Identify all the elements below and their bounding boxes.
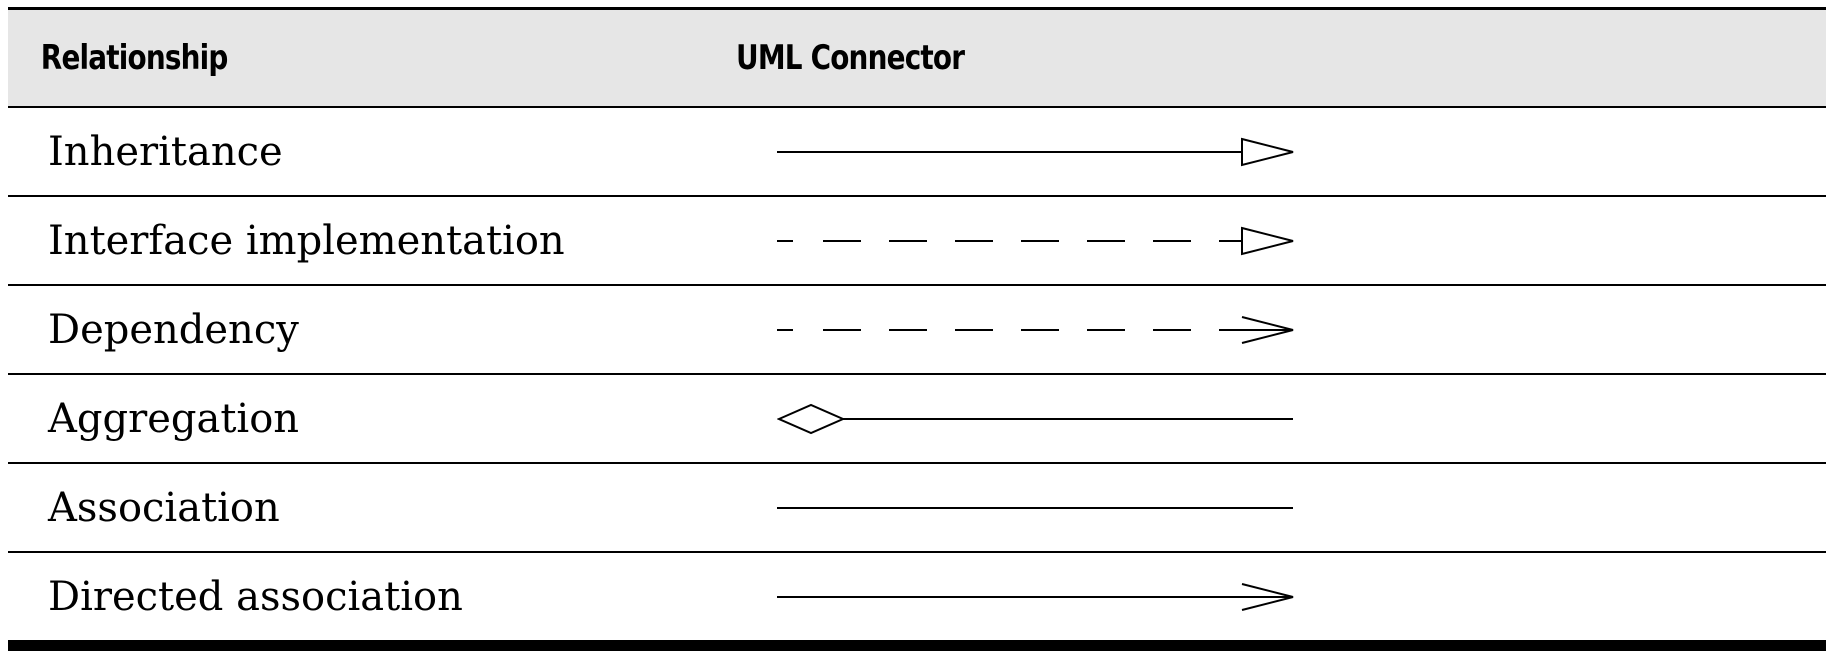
table-header-row: Relationship UML Connector xyxy=(8,10,1826,108)
directed-association-connector-icon xyxy=(777,567,1337,627)
uml-relationship-table: Relationship UML Connector Inheritance I… xyxy=(8,7,1826,651)
top-rule xyxy=(8,7,1826,10)
relationship-label: Inheritance xyxy=(48,128,283,175)
dependency-connector-icon xyxy=(777,300,1337,360)
relationship-label: Interface implementation xyxy=(48,217,565,264)
header-uml-connector: UML Connector xyxy=(736,38,965,78)
table-row: Aggregation xyxy=(8,375,1826,464)
table-row: Association xyxy=(8,464,1826,553)
header-relationship: Relationship xyxy=(40,38,229,78)
table-row: Inheritance xyxy=(8,108,1826,197)
table-row: Directed association xyxy=(8,553,1826,642)
interface-implementation-connector-icon xyxy=(777,211,1337,271)
table-row: Interface implementation xyxy=(8,197,1826,286)
relationship-label: Aggregation xyxy=(48,395,300,442)
relationship-label: Dependency xyxy=(48,306,299,353)
relationship-label: Association xyxy=(48,484,280,531)
inheritance-connector-icon xyxy=(777,122,1337,182)
bottom-rule xyxy=(8,642,1826,651)
association-connector-icon xyxy=(777,478,1337,538)
relationship-label: Directed association xyxy=(48,573,463,620)
aggregation-connector-icon xyxy=(777,389,1337,449)
table-row: Dependency xyxy=(8,286,1826,375)
